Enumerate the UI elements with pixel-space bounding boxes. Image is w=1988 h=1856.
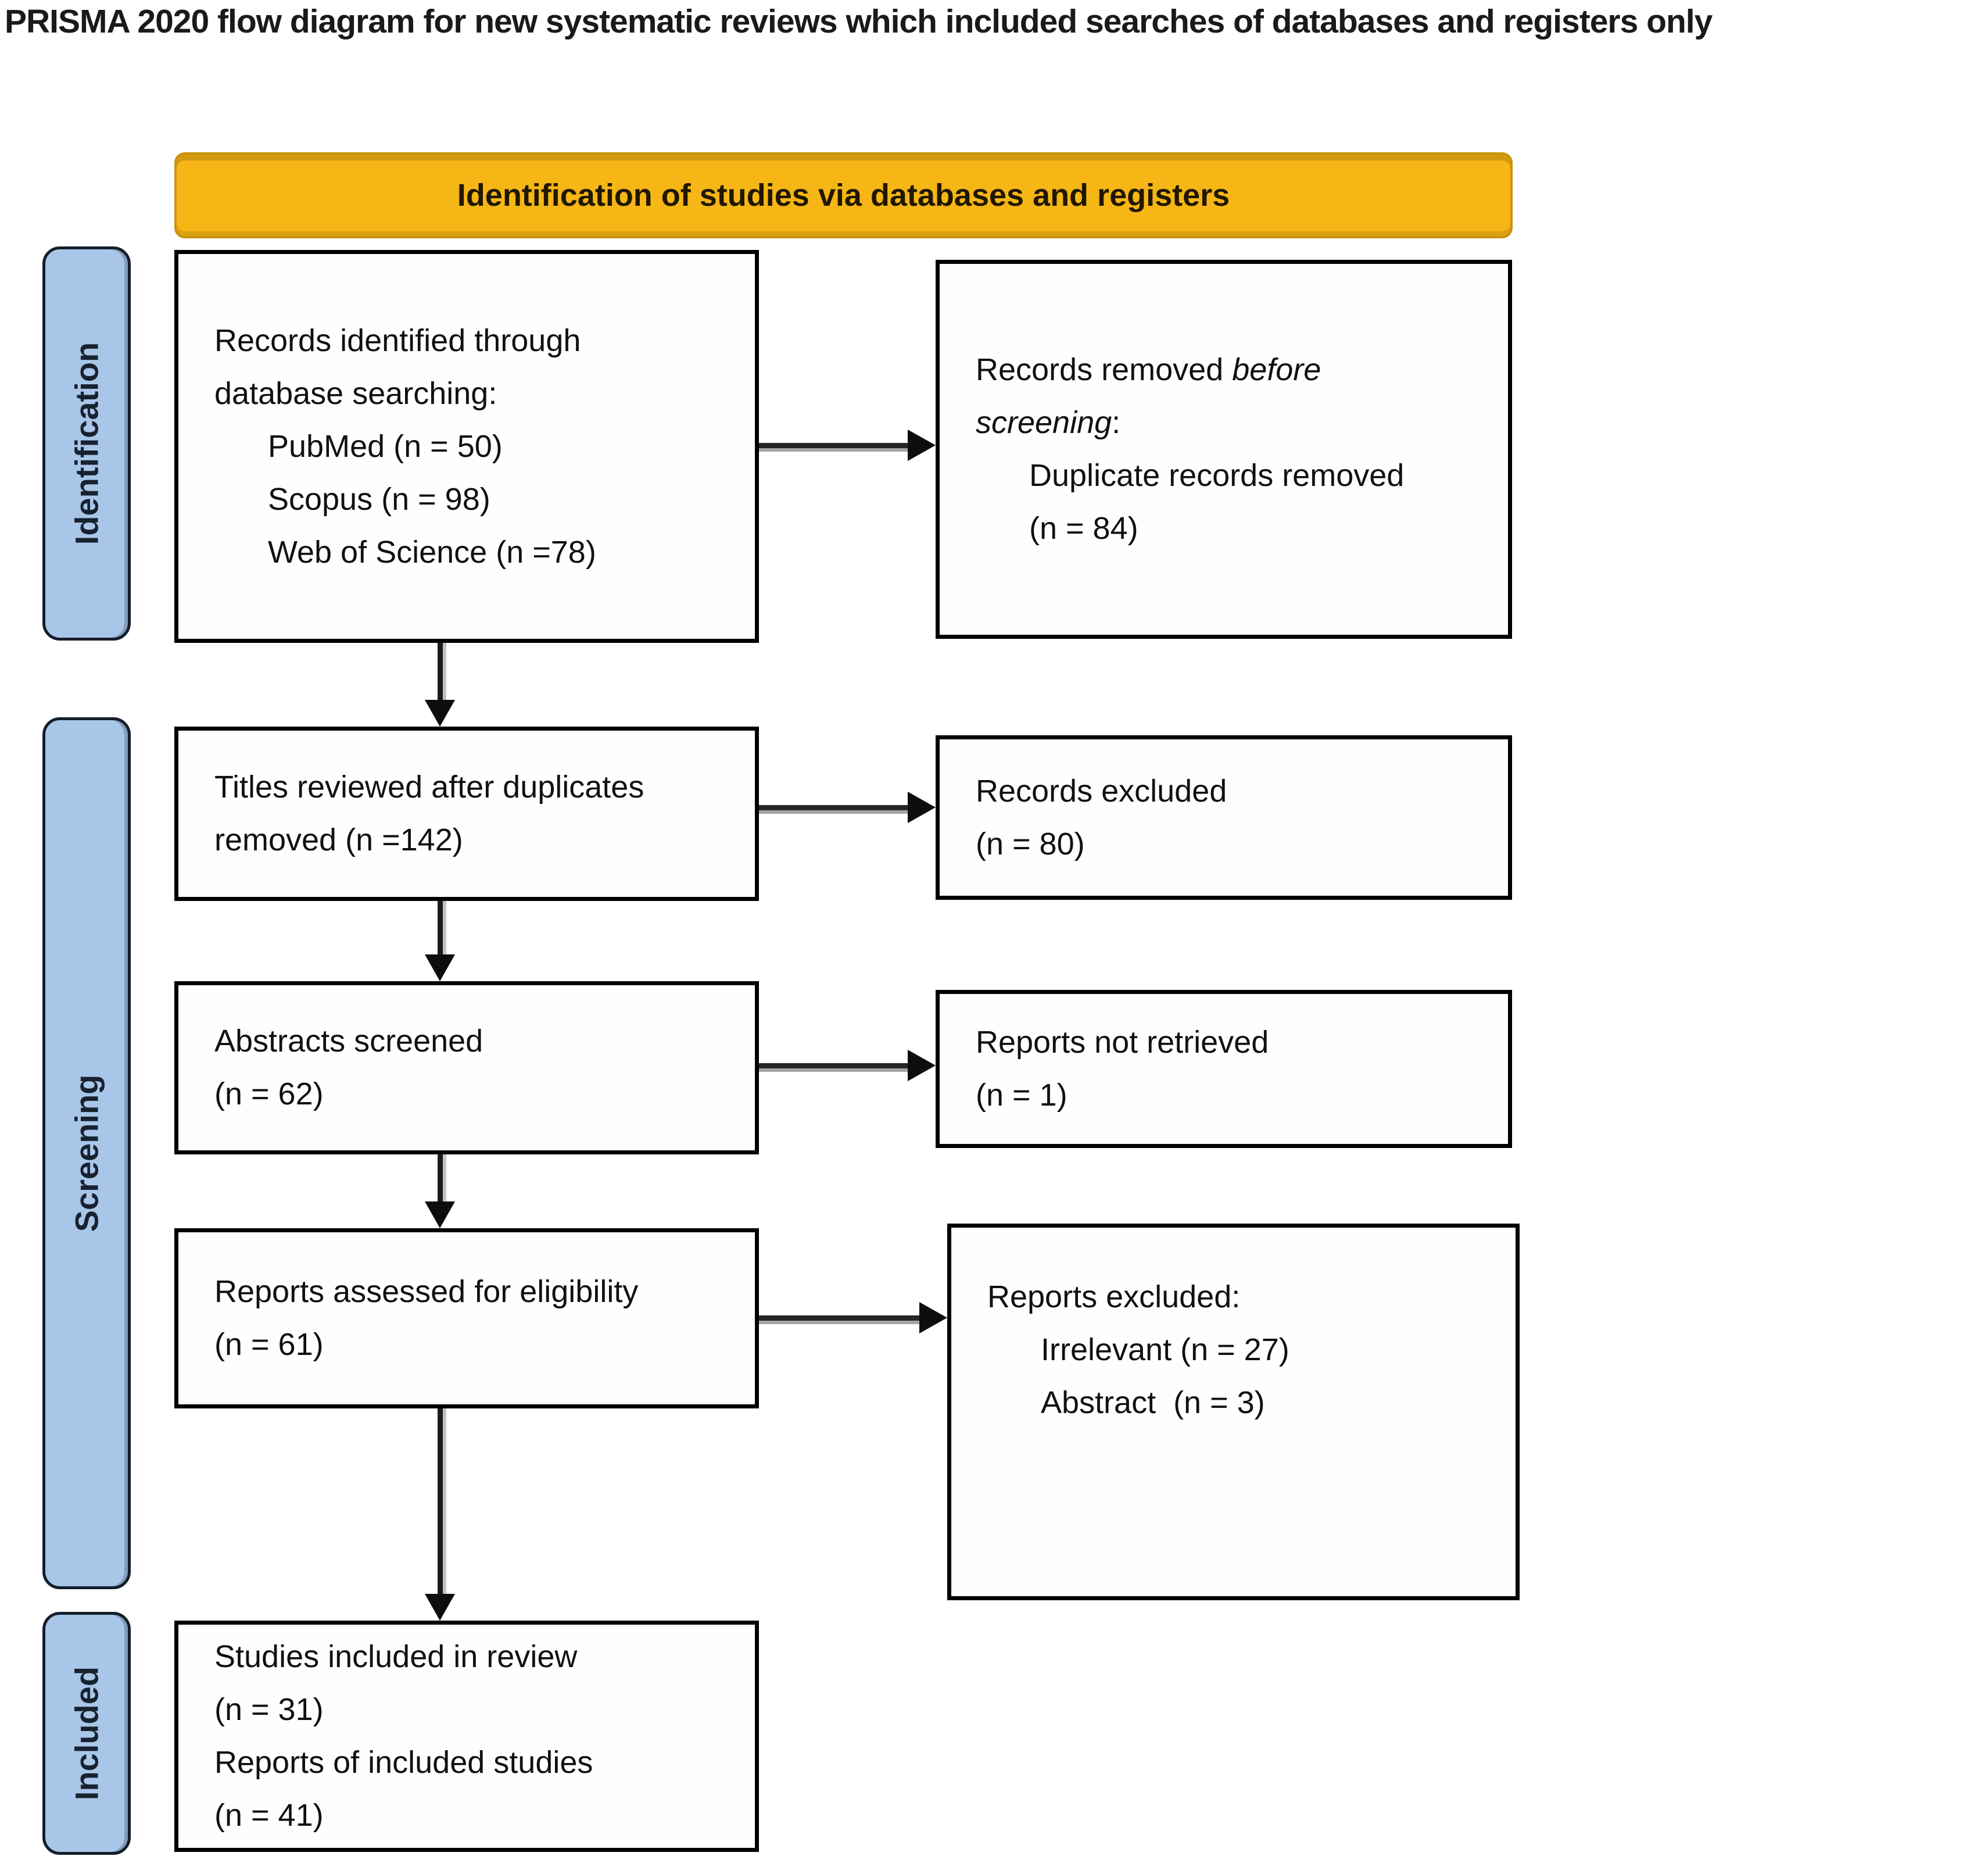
arrowhead-right-icon xyxy=(908,792,936,823)
box-text-line: Reports not retrieved xyxy=(976,1025,1269,1060)
box-text-line: (n = 31) xyxy=(214,1692,324,1727)
arrow-line xyxy=(759,805,909,810)
box-text-line: (n = 41) xyxy=(214,1798,324,1833)
arrowhead-down-icon xyxy=(425,1201,455,1228)
box-text-line: removed (n =142) xyxy=(214,822,463,857)
flow-box-reports-assessed: Reports assessed for eligibility (n = 61… xyxy=(174,1228,759,1408)
flow-box-titles-reviewed: Titles reviewed after duplicates removed… xyxy=(174,727,759,901)
box-text-line: Abstract (n = 3) xyxy=(1041,1385,1265,1420)
stage-label-identification: Identification xyxy=(68,342,105,545)
arrowhead-down-icon xyxy=(425,700,455,727)
arrow-line xyxy=(438,1408,443,1595)
box-text-line: (n = 84) xyxy=(1029,511,1138,546)
box-text-line: database searching: xyxy=(214,376,497,411)
page-title: PRISMA 2020 flow diagram for new systema… xyxy=(5,3,1713,40)
flow-box-records-excluded: Records excluded (n = 80) xyxy=(936,735,1512,900)
identification-banner: Identification of studies via databases … xyxy=(174,152,1513,238)
box-text-line: Reports assessed for eligibility xyxy=(214,1274,639,1309)
arrowhead-right-icon xyxy=(908,1050,936,1081)
box-text-line: Records removed before xyxy=(976,352,1321,387)
stage-pill-screening: Screening xyxy=(42,717,131,1589)
flow-box-abstracts-screened: Abstracts screened (n = 62) xyxy=(174,981,759,1154)
arrowhead-right-icon xyxy=(919,1302,947,1333)
box-text-line: Irrelevant (n = 27) xyxy=(1041,1332,1289,1367)
box-text-line: Studies included in review xyxy=(214,1639,578,1674)
box-text-line: Duplicate records removed xyxy=(1029,458,1405,493)
arrow-line xyxy=(438,1154,443,1203)
stage-pill-identification: Identification xyxy=(42,246,131,641)
arrowhead-down-icon xyxy=(425,1594,455,1621)
arrow-line xyxy=(759,443,909,448)
arrow-line xyxy=(438,643,443,701)
box-text-line: screening: xyxy=(976,405,1121,440)
stage-label-screening: Screening xyxy=(68,1074,105,1232)
banner-label: Identification of studies via databases … xyxy=(457,178,1230,213)
flow-box-records-removed: Records removed before screening: Duplic… xyxy=(936,260,1512,639)
arrowhead-right-icon xyxy=(908,430,936,461)
stage-label-included: Included xyxy=(68,1666,105,1801)
box-text-line: (n = 80) xyxy=(976,826,1085,861)
box-text-line: (n = 61) xyxy=(214,1327,324,1362)
arrow-line xyxy=(759,1063,909,1068)
box-text-line: Records excluded xyxy=(976,773,1227,809)
box-text-line: Abstracts screened xyxy=(214,1024,483,1058)
stage-pill-included: Included xyxy=(42,1612,131,1855)
arrow-line xyxy=(438,901,443,956)
flow-box-reports-excluded: Reports excluded: Irrelevant (n = 27) Ab… xyxy=(947,1224,1520,1600)
box-text-line: Scopus (n = 98) xyxy=(268,481,490,517)
box-text-line: (n = 62) xyxy=(214,1077,324,1111)
flow-box-studies-included: Studies included in review (n = 31) Repo… xyxy=(174,1621,759,1852)
arrowhead-down-icon xyxy=(425,954,455,981)
box-text-line: Records identified through xyxy=(214,323,581,358)
box-text-line: Titles reviewed after duplicates xyxy=(214,770,644,804)
box-text-line: (n = 1) xyxy=(976,1078,1068,1113)
arrow-line xyxy=(759,1315,920,1321)
box-text-line: Reports excluded: xyxy=(987,1279,1241,1314)
box-text-line: Web of Science (n =78) xyxy=(268,534,596,570)
box-text-line: PubMed (n = 50) xyxy=(268,428,503,464)
flow-box-records-identified: Records identified through database sear… xyxy=(174,250,759,643)
flow-box-reports-not-retrieved: Reports not retrieved (n = 1) xyxy=(936,990,1512,1148)
box-text-line: Reports of included studies xyxy=(214,1745,593,1780)
